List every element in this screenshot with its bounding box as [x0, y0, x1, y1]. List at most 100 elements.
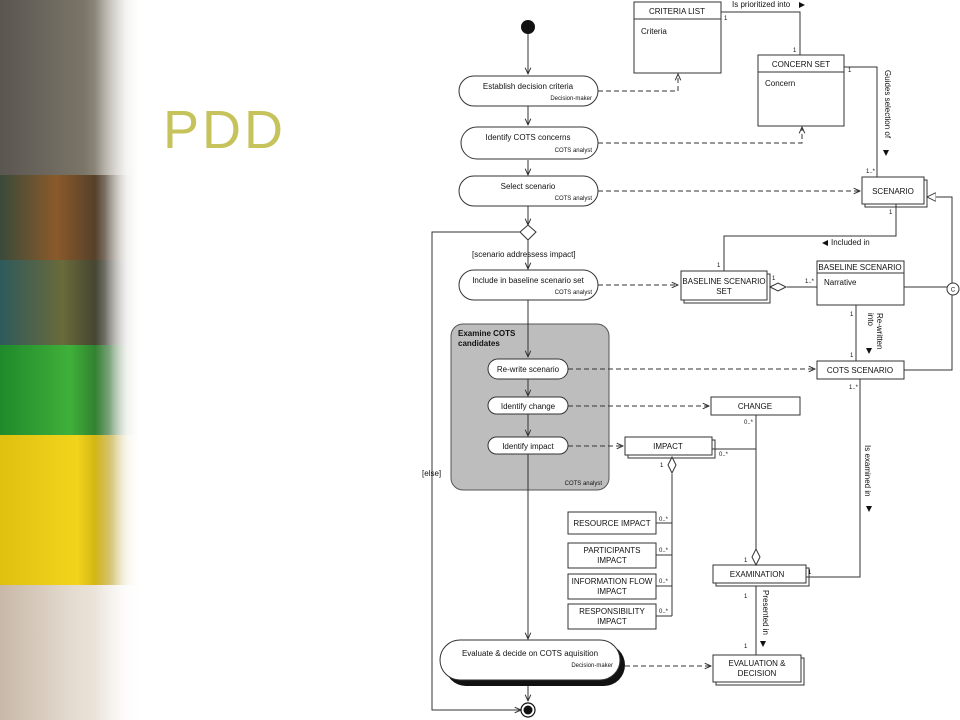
- evaluation-name-2: DECISION: [738, 669, 777, 678]
- mult-baseline-set: 1: [717, 263, 721, 269]
- mult-information: 0..*: [659, 579, 669, 585]
- criteria-list-attr: Criteria: [641, 27, 667, 36]
- participants-impact-name-2: IMPACT: [597, 556, 627, 565]
- activity-evaluate-label: Evaluate & decide on COTS aquisition: [462, 649, 598, 658]
- guard-impact: [scenario addressess impact]: [472, 250, 576, 259]
- baseline-scenario-name: BASELINE SCENARIO: [818, 263, 901, 272]
- concept-information-flow-impact: INFORMATION FLOW IMPACT: [567, 573, 657, 600]
- mult-evaluation: 1: [744, 644, 748, 650]
- baseline-set-name-1: BASELINE SCENARIO: [682, 277, 765, 286]
- mult-concern-top: 1: [793, 48, 797, 54]
- mult-criteria: 1: [724, 16, 728, 22]
- direction-arrow-examined: [866, 506, 872, 512]
- assoc-prioritized: Is prioritized into: [732, 0, 791, 9]
- aggregation-diamond-impact: [667, 455, 677, 475]
- concept-scenario: SCENARIO: [861, 176, 928, 208]
- concept-baseline-scenario-set: BASELINE SCENARIO SET: [680, 270, 771, 304]
- activity-identify-impact-label: Identify impact: [502, 442, 554, 451]
- activity-identify-concerns-label: Identify COTS concerns: [486, 133, 571, 142]
- activity-establish: Establish decision criteria Decision-mak…: [458, 75, 599, 107]
- activity-include-baseline: Include in baseline scenario set COTS an…: [458, 269, 599, 301]
- direction-arrow-rewritten: [866, 348, 872, 354]
- concept-criteria-list: CRITERIA LIST Criteria: [633, 1, 722, 74]
- activity-identify-concerns: Identify COTS concerns COTS analyst: [460, 126, 599, 160]
- responsibility-impact-name-1: RESPONSIBILITY: [579, 607, 645, 616]
- guard-else: [else]: [422, 469, 441, 478]
- activity-include-baseline-role: COTS analyst: [555, 290, 593, 296]
- concept-impact: IMPACT: [624, 436, 716, 459]
- assoc-presented-in: Presented in: [761, 590, 770, 635]
- responsibility-impact-name-2: IMPACT: [597, 617, 627, 626]
- concern-set-name: CONCERN SET: [772, 60, 830, 69]
- mult-scenario-bottom: 1: [889, 210, 893, 216]
- mult-impact-right: 0..*: [719, 452, 729, 458]
- activity-establish-label: Establish decision criteria: [483, 82, 574, 91]
- concept-resource-impact: RESOURCE IMPACT: [567, 511, 657, 535]
- activity-include-baseline-label: Include in baseline scenario set: [472, 276, 584, 285]
- concept-concern-set: CONCERN SET Concern: [757, 54, 845, 127]
- concept-examination: EXAMINATION: [712, 564, 810, 587]
- background-photo-strip: [0, 0, 140, 720]
- mult-baseline-set-right: 1: [772, 276, 776, 282]
- cots-scenario-name: COTS SCENARIO: [827, 366, 893, 375]
- information-flow-impact-name-2: IMPACT: [597, 587, 627, 596]
- mult-baseline-bottom: 1: [850, 312, 854, 318]
- scenario-name: SCENARIO: [872, 187, 914, 196]
- mult-responsibility: 0..*: [659, 609, 669, 615]
- assoc-rewritten-2: into: [866, 313, 875, 326]
- activity-evaluate-role: Decision-maker: [571, 663, 613, 669]
- activity-concept-links: [568, 74, 860, 666]
- mult-change: 0..*: [744, 420, 754, 426]
- mult-concern-right: 1: [848, 68, 852, 74]
- examine-panel-title-2: candidates: [458, 339, 500, 348]
- mult-examination-right: 1: [808, 570, 812, 576]
- assoc-rewritten-1: Re-written: [875, 313, 884, 349]
- evaluation-name-1: EVALUATION &: [728, 659, 786, 668]
- activity-select-scenario-label: Select scenario: [501, 182, 556, 191]
- mult-participants: 0..*: [659, 548, 669, 554]
- end-node: [520, 702, 536, 718]
- concept-change: CHANGE: [710, 396, 801, 416]
- assoc-guides: Guides selection of: [883, 70, 892, 139]
- information-flow-impact-name-1: INFORMATION FLOW: [572, 577, 653, 586]
- activity-establish-role: Decision-maker: [550, 96, 592, 102]
- concept-participants-impact: PARTICIPANTS IMPACT: [567, 542, 657, 569]
- activity-identify-concerns-role: COTS analyst: [555, 148, 593, 154]
- constraint-label: C: [951, 288, 956, 294]
- examination-name: EXAMINATION: [730, 570, 785, 579]
- concept-associations: [656, 11, 953, 655]
- activity-rewrite-scenario: Re-write scenario: [487, 358, 569, 380]
- start-node: [521, 20, 535, 34]
- mult-baseline-many: 1..*: [805, 279, 815, 285]
- aggregation-diamond-baseline: [768, 282, 788, 292]
- assoc-examined-in: Is examined in: [863, 445, 872, 497]
- direction-arrow-presented: [760, 641, 766, 647]
- mult-examination-bottom: 1: [744, 594, 748, 600]
- mult-cots-top: 1: [850, 353, 854, 359]
- impact-name: IMPACT: [653, 442, 683, 451]
- concept-evaluation-decision: EVALUATION & DECISION: [712, 654, 805, 686]
- decision-node: [519, 224, 537, 241]
- activity-identify-change-label: Identify change: [501, 402, 556, 411]
- baseline-set-name-2: SET: [716, 287, 732, 296]
- mult-examination-top: 1: [744, 558, 748, 564]
- aggregation-diamond-examination: [751, 547, 761, 567]
- activity-rewrite-label: Re-write scenario: [497, 365, 560, 374]
- change-name: CHANGE: [738, 402, 772, 411]
- constraint-marker: C: [946, 282, 960, 296]
- activity-select-scenario-role: COTS analyst: [555, 196, 593, 202]
- mult-resource: 0..*: [659, 517, 669, 523]
- concept-baseline-scenario: BASELINE SCENARIO Narrative: [816, 260, 905, 306]
- photo-fade: [95, 0, 140, 720]
- participants-impact-name-1: PARTICIPANTS: [584, 546, 641, 555]
- concept-responsibility-impact: RESPONSIBILITY IMPACT: [567, 603, 657, 630]
- mult-impact-bottom: 1: [660, 463, 664, 469]
- resource-impact-name: RESOURCE IMPACT: [573, 519, 650, 528]
- assoc-included-in: Included in: [831, 238, 870, 247]
- activity-identify-change: Identify change: [487, 396, 569, 415]
- mult-cots-bottom: 1..*: [849, 385, 859, 391]
- direction-arrow-prioritized: [799, 2, 805, 8]
- activity-evaluate: Evaluate & decide on COTS aquisition Dec…: [439, 639, 625, 686]
- concept-cots-scenario: COTS SCENARIO: [816, 360, 905, 380]
